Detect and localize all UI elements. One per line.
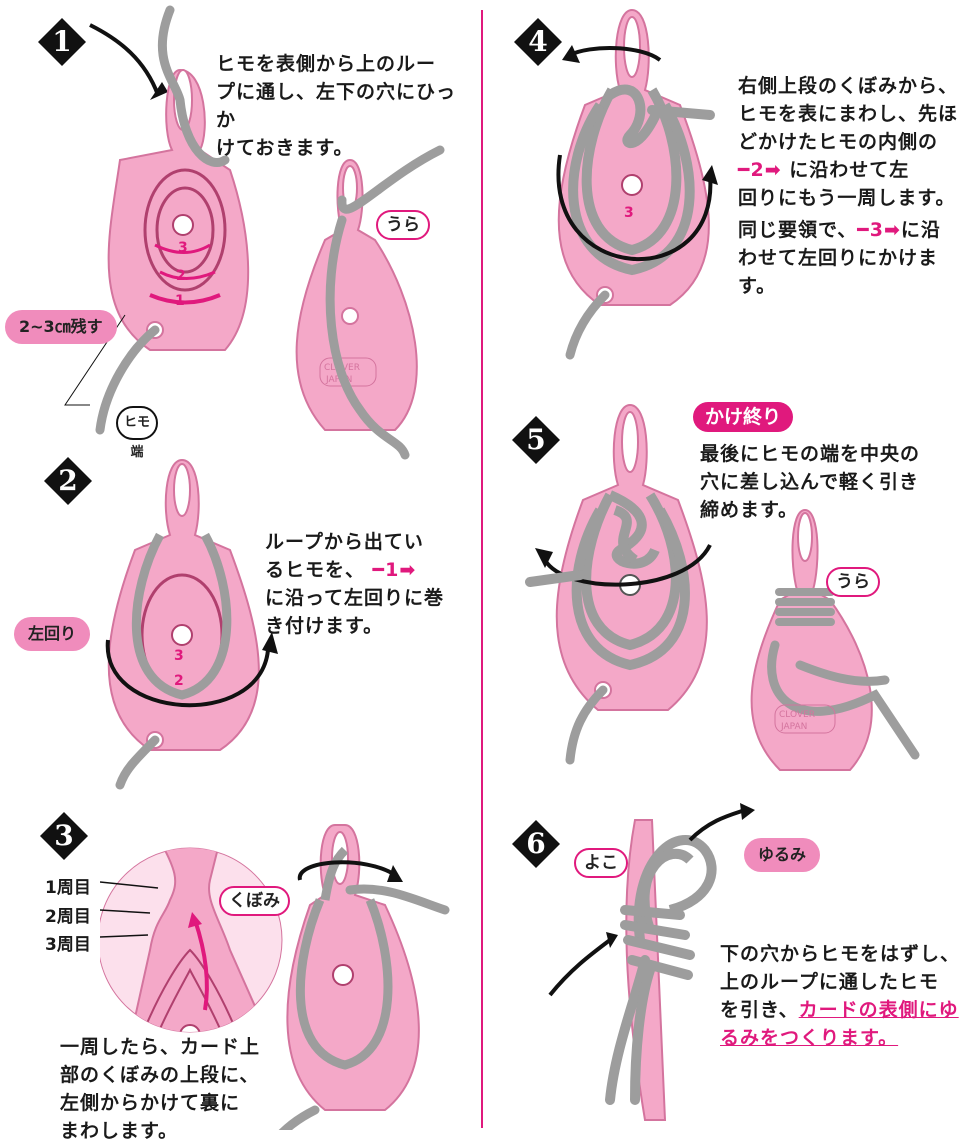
step-1-logo-line-2: JAPAN [325, 375, 352, 385]
step-1-back-label: うら [376, 210, 430, 240]
step-6-line-4: るみをつくります。 [720, 1027, 899, 1049]
step-1-leave-bubble: 2~3㎝残す [5, 310, 117, 344]
center-divider [481, 10, 483, 1128]
step-3-figure [278, 824, 450, 1130]
step-1-arrow-1: 1 [175, 293, 185, 309]
step-1-line-3: けておきます。 [216, 137, 354, 159]
step-1-arrow-2: 2 [176, 268, 186, 284]
step-6-line-3-highlight: カードの表側にゆ [798, 999, 959, 1021]
step-2-line-1: ループから出てい [265, 531, 424, 553]
step-4-marker-2: ━3➡ [857, 219, 901, 241]
step-2-line-4: き付けます。 [265, 615, 384, 637]
step-2-number: 2 [58, 464, 78, 497]
step-5-figure [525, 403, 712, 765]
step-3-line-2: 部のくぼみの上段に、 [60, 1064, 260, 1086]
step-4-marker-2-num: 3 [869, 219, 884, 241]
step-3-instructions: 一周したら、カード上 部のくぼみの上段に、 左側からかけて裏に まわします。 [60, 1033, 280, 1145]
step-6-number: 6 [526, 827, 546, 860]
step-3-number: 3 [54, 819, 74, 852]
step-5-back-label: うら [826, 567, 880, 597]
step-4-marker-1: ━2➡ [738, 159, 782, 181]
step-3-line-3: 左側からかけて裏に [60, 1092, 241, 1114]
step-6-number-badge: 6 [512, 820, 560, 868]
step-4-line-6: 同じ要領で、━3➡に沿 [738, 216, 963, 244]
step-3-notch-closeup [100, 847, 283, 1033]
step-5-line-1: 最後にヒモの端を中央の [700, 443, 921, 465]
step-5-number: 5 [526, 423, 546, 456]
step-6-instructions: 下の穴からヒモをはずし、 上のループに通したヒモ を引き、カードの表側にゆ るみ… [720, 940, 965, 1052]
step-2-marker: ━1➡ [372, 559, 417, 581]
step-5-line-2: 穴に差し込んで軽く引き [700, 471, 920, 493]
svg-text:2: 2 [174, 673, 184, 689]
step-3-line-4: まわします。 [60, 1120, 179, 1142]
step-4-number-badge: 4 [514, 18, 562, 66]
step-1-arrow-3: 3 [178, 240, 188, 256]
step-4-figure: 3 [556, 8, 718, 360]
step-5-logo-line-1: CLOVER [779, 710, 815, 720]
step-4-instructions-2: 同じ要領で、━3➡に沿 わせて左回りにかけます。 [738, 216, 963, 300]
step-1-cord-end-label: ヒモ端 [116, 406, 158, 460]
step-1-back-figure: CLOVER JAPAN [295, 145, 445, 460]
step-4-line-6-text: 同じ要領で、 [738, 219, 858, 241]
step-6-line-3: を引き、カードの表側にゆ [720, 996, 965, 1024]
step-2-line-3: に沿って左回りに巻 [265, 587, 445, 609]
step-4-number: 4 [528, 25, 548, 58]
step-4-instructions-1: 右側上段のくぼみから、 ヒモを表にまわし、先ほ どかけたヒモの内側の ━2➡ に… [738, 72, 963, 212]
step-2-marker-num: 1 [385, 559, 400, 581]
step-1-front-figure: 3 2 1 [64, 5, 250, 435]
step-5-line-3: 締めます。 [700, 499, 799, 521]
step-5-number-badge: 5 [512, 416, 560, 464]
svg-text:3: 3 [174, 648, 184, 664]
step-3-round-3-label: 3周目 [45, 935, 91, 955]
step-1-line-2: プに通し、左下の穴にひっか [216, 81, 457, 131]
step-4-line-4: ━2➡ に沿わせて左 [738, 156, 963, 184]
step-3-round-1-label: 1周目 [45, 878, 91, 898]
step-3-number-badge: 3 [40, 812, 88, 860]
step-4-line-1: 右側上段のくぼみから、 [738, 75, 959, 97]
step-3-round-2-label: 2周目 [45, 907, 91, 927]
step-6-line-2: 上のループに通したヒモ [720, 971, 939, 993]
step-4-line-5: 回りにもう一周します。 [738, 187, 956, 209]
step-1-number: 1 [52, 25, 72, 58]
step-5-heading: かけ終り [693, 402, 794, 432]
step-2-line-2-text: るヒモを、 [265, 559, 366, 581]
step-4-line-4-text: に沿わせて左 [789, 159, 910, 181]
step-2-figure: 3 2 [105, 458, 278, 790]
step-4-line-6-tail: に沿 [900, 219, 941, 241]
step-1-number-badge: 1 [38, 18, 86, 66]
step-2-line-2: るヒモを、 ━1➡ [265, 556, 475, 584]
step-1-instructions: ヒモを表側から上のルー プに通し、左下の穴にひっか けておきます。 [216, 50, 466, 162]
step-5-back-figure: CLOVER JAPAN [750, 508, 920, 771]
step-1-line-1: ヒモを表側から上のルー [216, 53, 437, 75]
svg-text:3: 3 [624, 205, 634, 221]
step-2-direction-bubble: 左回り [14, 617, 91, 651]
step-2-instructions: ループから出てい るヒモを、 ━1➡ に沿って左回りに巻 き付けます。 [265, 528, 475, 640]
step-6-figure [548, 803, 755, 1121]
step-5-logo-line-2: JAPAN [780, 722, 807, 732]
step-6-line-1: 下の穴からヒモをはずし、 [720, 943, 961, 965]
step-5-instructions: 最後にヒモの端を中央の 穴に差し込んで軽く引き 締めます。 [700, 440, 960, 524]
step-4-line-2: ヒモを表にまわし、先ほ [738, 103, 959, 125]
step-3-notch-label: くぼみ [219, 886, 290, 916]
step-6-side-label: よこ [574, 848, 628, 878]
step-4-line-3: どかけたヒモの内側の [738, 131, 939, 153]
step-6-slack-bubble: ゆるみ [744, 838, 821, 872]
step-3-line-1: 一周したら、カード上 [60, 1036, 261, 1058]
step-4-line-7: わせて左回りにかけます。 [738, 247, 939, 297]
step-6-line-3-text: を引き、 [720, 999, 799, 1021]
step-4-marker-1-num: 2 [750, 159, 765, 181]
step-2-number-badge: 2 [44, 457, 92, 505]
